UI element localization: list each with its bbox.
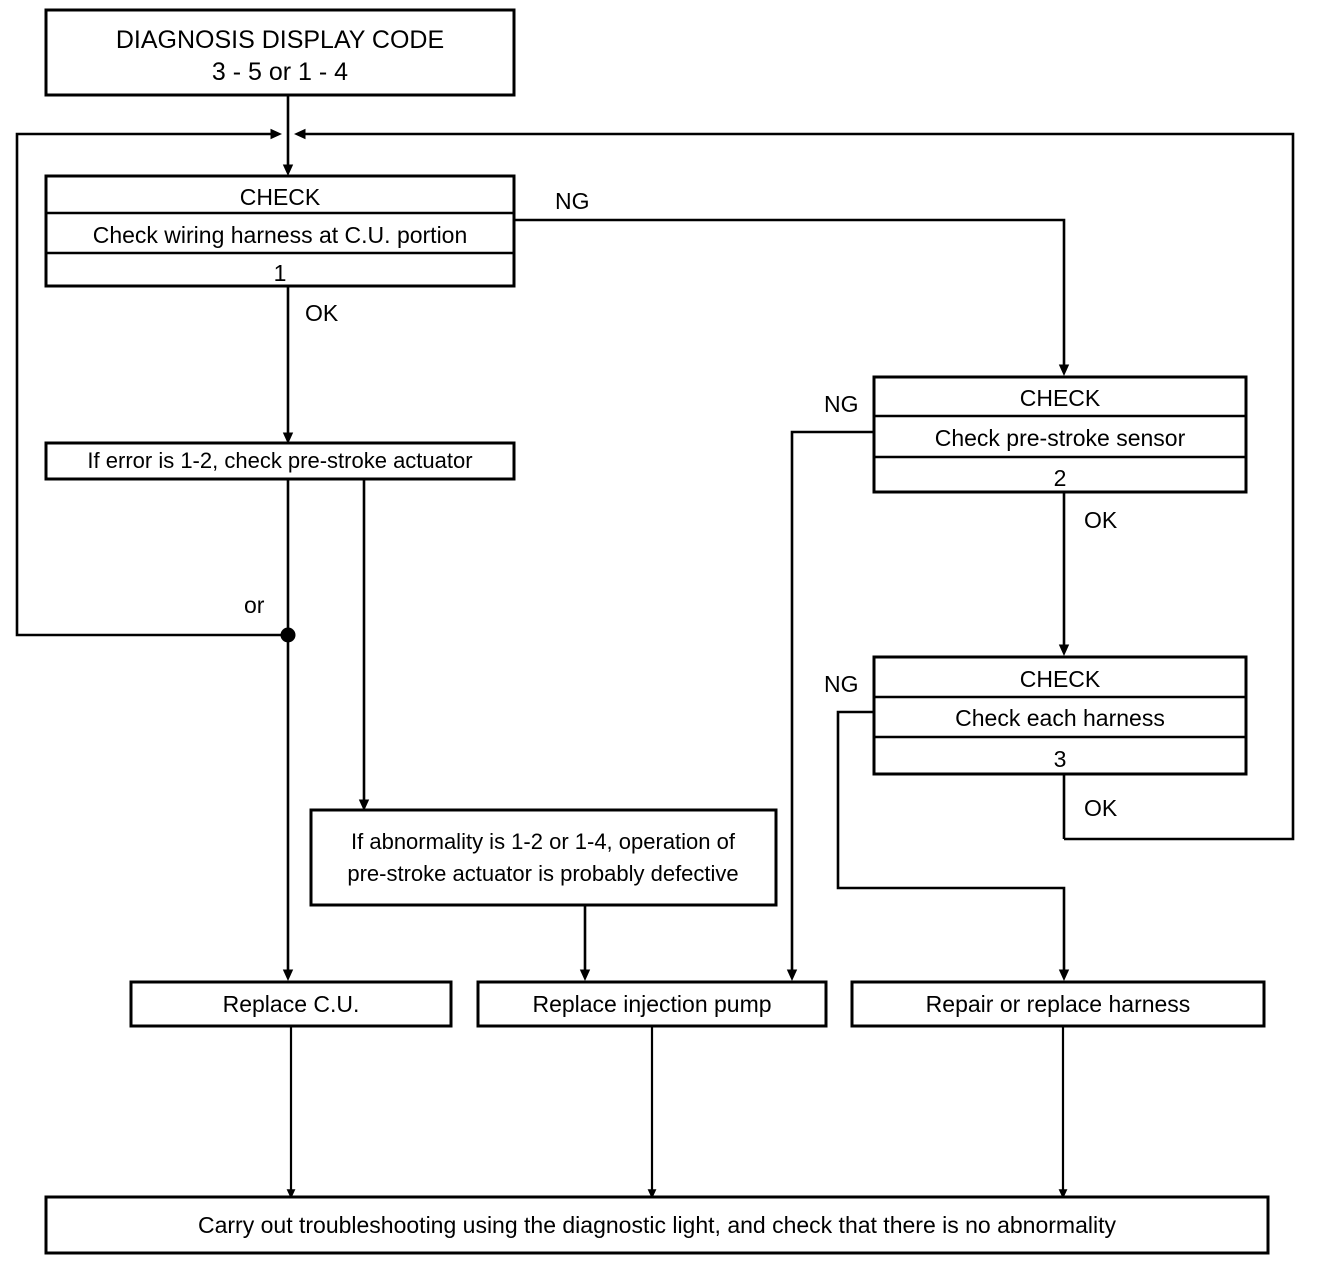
note-abnormality-line1: If abnormality is 1-2 or 1-4, operation …	[351, 829, 736, 854]
check1-body: Check wiring harness at C.U. portion	[93, 222, 468, 248]
action-repair-replace-harness-text: Repair or replace harness	[926, 991, 1191, 1017]
note-error-text: If error is 1-2, check pre-stroke actuat…	[87, 448, 472, 473]
check3-box: CHECK Check each harness 3	[872, 655, 1248, 776]
action-replace-cu-text: Replace C.U.	[223, 991, 360, 1017]
check2-box: CHECK Check pre-stroke sensor 2	[872, 375, 1248, 494]
check2-ng-label: NG	[824, 391, 859, 417]
edge-check1-ng-to-check2	[514, 218, 1070, 376]
or-label: or	[244, 592, 265, 618]
check3-number: 3	[1054, 746, 1067, 772]
check2-number: 2	[1054, 465, 1067, 491]
edge-or-return-loop-left	[15, 128, 288, 637]
final-box: Carry out troubleshooting using the diag…	[44, 1195, 1270, 1255]
check1-header: CHECK	[240, 184, 321, 210]
action-replace-injection-pump-text: Replace injection pump	[532, 991, 771, 1017]
start-box-line2: 3 - 5 or 1 - 4	[212, 58, 348, 86]
start-box: DIAGNOSIS DISPLAY CODE 3 - 5 or 1 - 4	[44, 8, 516, 97]
start-box-line1: DIAGNOSIS DISPLAY CODE	[116, 26, 444, 54]
action-repair-replace-harness: Repair or replace harness	[850, 980, 1266, 1028]
check3-body: Check each harness	[955, 705, 1165, 731]
note-abnormality-line2: pre-stroke actuator is probably defectiv…	[347, 861, 738, 886]
check3-header: CHECK	[1020, 666, 1101, 692]
check3-ng-label: NG	[824, 671, 859, 697]
check1-box: CHECK Check wiring harness at C.U. porti…	[44, 174, 516, 288]
final-box-text: Carry out troubleshooting using the diag…	[198, 1212, 1116, 1238]
check2-ok-label: OK	[1084, 507, 1118, 533]
action-replace-cu: Replace C.U.	[129, 980, 453, 1028]
edge-check3-ok-return-loop-right	[294, 128, 1295, 841]
check1-ng-label: NG	[555, 188, 590, 214]
note-error-box: If error is 1-2, check pre-stroke actuat…	[44, 441, 516, 481]
action-replace-injection-pump: Replace injection pump	[476, 980, 828, 1028]
check2-body: Check pre-stroke sensor	[935, 425, 1186, 451]
check1-ok-label: OK	[305, 300, 339, 326]
check3-ok-label: OK	[1084, 795, 1118, 821]
or-junction-dot	[280, 627, 296, 643]
edge-check2-ng-to-replace-injection-pump	[786, 430, 874, 981]
check1-number: 1	[274, 260, 287, 286]
check2-header: CHECK	[1020, 385, 1101, 411]
edge-check3-ng-to-repair-harness	[836, 710, 1070, 981]
note-abnormality-box: If abnormality is 1-2 or 1-4, operation …	[309, 808, 778, 907]
